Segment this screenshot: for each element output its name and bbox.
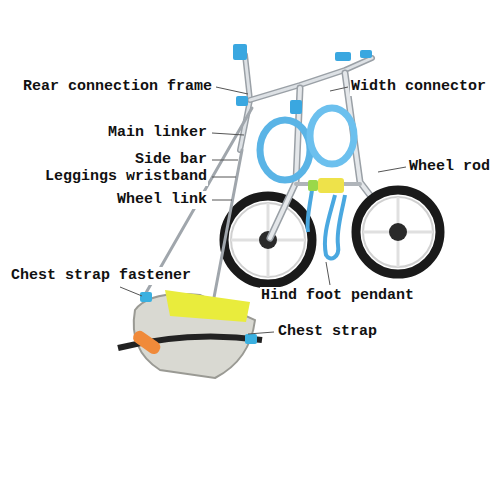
part-label: Wheel rod — [408, 158, 491, 176]
wristband — [308, 178, 344, 193]
frame-connectors-part — [360, 50, 372, 58]
leader-lines-part — [120, 287, 142, 296]
harness-part — [165, 290, 250, 322]
part-label: Chest strap fastener — [10, 267, 192, 285]
leg-hoops — [260, 108, 354, 258]
harness-part — [131, 328, 163, 356]
part-label: Leggings wristband — [44, 168, 208, 186]
harness-part — [140, 292, 152, 302]
leader-lines-part — [212, 133, 244, 135]
leader-lines-part — [330, 87, 348, 91]
leader-lines-part — [212, 160, 238, 161]
frame-connectors-part — [233, 44, 247, 60]
harness — [118, 290, 262, 378]
frame-connectors-part — [335, 52, 351, 61]
frame-connectors-part — [236, 96, 248, 106]
part-label: Hind foot pendant — [260, 287, 415, 305]
wristband-part — [318, 178, 344, 193]
front-wheel-part — [389, 223, 407, 241]
frame-connectors-part — [290, 100, 302, 114]
part-label: Side bar — [134, 151, 208, 169]
harness-part — [245, 334, 257, 344]
frame-part — [212, 150, 242, 308]
leader-lines-part — [378, 167, 406, 172]
part-label: Width connector — [350, 78, 487, 96]
wristband-part — [308, 180, 318, 191]
leader-lines-part — [212, 177, 236, 178]
leg-hoops-part — [310, 108, 354, 164]
leader-lines-part — [326, 262, 330, 285]
leader-lines-part — [216, 87, 248, 94]
front-wheel — [356, 190, 440, 274]
part-label: Main linker — [107, 124, 208, 142]
leader-lines-part — [212, 200, 232, 201]
part-label: Rear connection frame — [22, 78, 213, 96]
part-label: Wheel link — [116, 191, 208, 209]
front-wheel-part — [363, 197, 433, 267]
part-label: Chest strap — [277, 323, 378, 341]
leader-lines-part — [248, 332, 274, 334]
leg-hoops-part — [307, 190, 312, 232]
leg-hoops-part — [325, 195, 345, 258]
front-wheel-part — [356, 190, 440, 274]
leg-hoops-part — [260, 120, 310, 180]
